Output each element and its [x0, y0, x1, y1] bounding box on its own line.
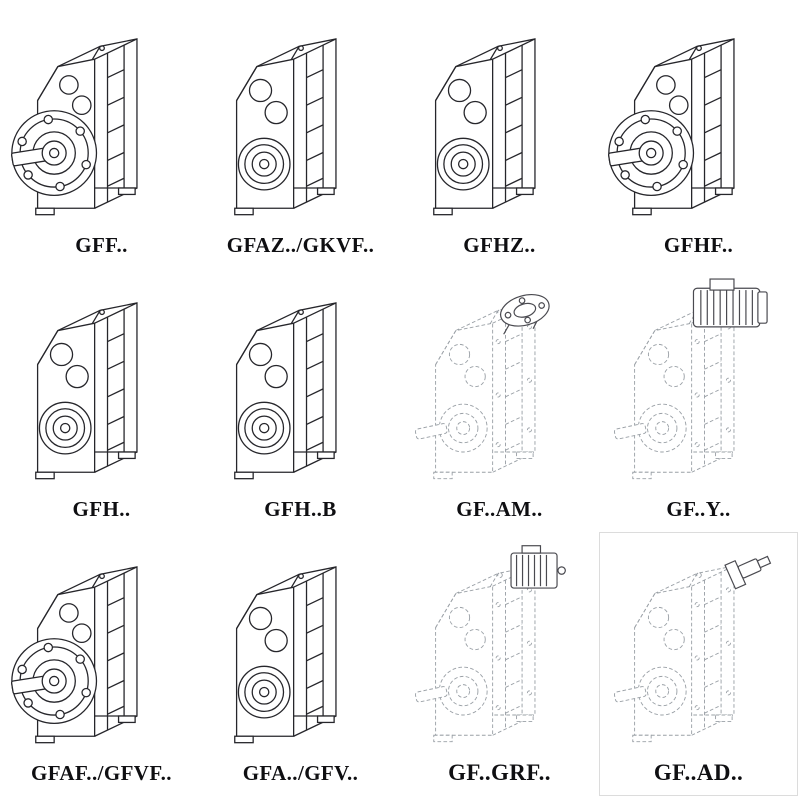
gear-housing-drawing: [234, 302, 335, 478]
flange-gear-unit-drawing: [10, 13, 194, 225]
gear-unit-with-finned-adapter-drawing: [408, 545, 566, 752]
gearbox-model-label: GF..AM..: [456, 497, 543, 521]
gearbox-item: GF..AM..: [400, 268, 599, 532]
flange-gear-unit-drawing: [10, 541, 194, 753]
input-shaft-adapter-drawing: [723, 547, 775, 590]
hollow-shaft-gear-unit-drawing: [209, 13, 393, 225]
hollow-shaft-gear-unit-drawing: [209, 541, 393, 753]
gearbox-model-label: GFF..: [75, 233, 128, 257]
gearbox-item: GFHF..: [599, 4, 798, 268]
gearbox-model-label: GFHZ..: [463, 233, 536, 257]
gearbox-model-label: GFH..B: [264, 497, 337, 521]
gear-housing-phantom-drawing: [613, 566, 733, 742]
gear-housing-drawing: [433, 38, 534, 214]
gearbox-art: [599, 268, 798, 497]
motor-attachment-drawing: [692, 277, 768, 327]
gearbox-art: [400, 268, 599, 497]
gear-housing-drawing: [35, 302, 136, 478]
gearbox-model-label: GFA../GFV..: [242, 761, 359, 785]
gearbox-item: GFA../GFV..: [201, 532, 400, 796]
flange-gear-unit-drawing: [607, 13, 791, 225]
gearbox-art: [201, 268, 400, 497]
gearbox-item: GFH..: [2, 268, 201, 532]
gearbox-model-label: GF..GRF..: [448, 760, 551, 785]
gearbox-item: GFHZ..: [400, 4, 599, 268]
gearbox-art: [599, 4, 798, 233]
gear-housing-drawing: [234, 38, 335, 214]
gear-housing-drawing: [234, 566, 335, 742]
finned-adapter-drawing: [509, 545, 566, 589]
gear-unit-with-shaft-adapter-drawing: [607, 547, 775, 752]
gear-housing-drawing: [11, 38, 137, 214]
hollow-shaft-gear-unit-drawing: [10, 277, 194, 489]
gearbox-art: [2, 4, 201, 233]
gearbox-art: [201, 4, 400, 233]
gear-unit-with-adapter-flange-drawing: [408, 288, 553, 489]
gearbox-art: [2, 268, 201, 497]
gear-housing-drawing: [608, 38, 734, 214]
gearbox-model-label: GFAF../GFVF..: [31, 761, 172, 785]
gearbox-art: [2, 532, 201, 761]
gearbox-model-label: GF..AD..: [653, 760, 744, 785]
gearbox-item: GFF..: [2, 4, 201, 268]
gear-housing-phantom-drawing: [613, 302, 733, 478]
gearbox-item: GFAF../GFVF..: [2, 532, 201, 796]
gearbox-item: GFH..B: [201, 268, 400, 532]
gear-housing-drawing: [11, 566, 137, 742]
gearbox-art: [599, 532, 798, 760]
gear-housing-phantom-drawing: [414, 302, 534, 478]
gearbox-art: [201, 532, 400, 761]
gear-housing-phantom-drawing: [414, 566, 534, 742]
gear-unit-with-motor-drawing: [607, 277, 768, 489]
gearbox-model-label: GFH..: [72, 497, 131, 521]
gearbox-model-label: GFHF..: [663, 233, 734, 257]
hollow-shaft-gear-unit-drawing: [209, 277, 393, 489]
gearbox-item: GFAZ../GKVF..: [201, 4, 400, 268]
gearbox-art: [400, 4, 599, 233]
gearbox-art: [400, 532, 599, 760]
gearbox-item: GF..Y..: [599, 268, 798, 532]
gearbox-item: GF..AD..: [599, 532, 798, 796]
hollow-shaft-gear-unit-drawing: [408, 13, 592, 225]
gearbox-model-label: GF..Y..: [666, 497, 731, 521]
gearbox-model-label: GFAZ../GKVF..: [226, 233, 375, 257]
gearbox-item: GF..GRF..: [400, 532, 599, 796]
